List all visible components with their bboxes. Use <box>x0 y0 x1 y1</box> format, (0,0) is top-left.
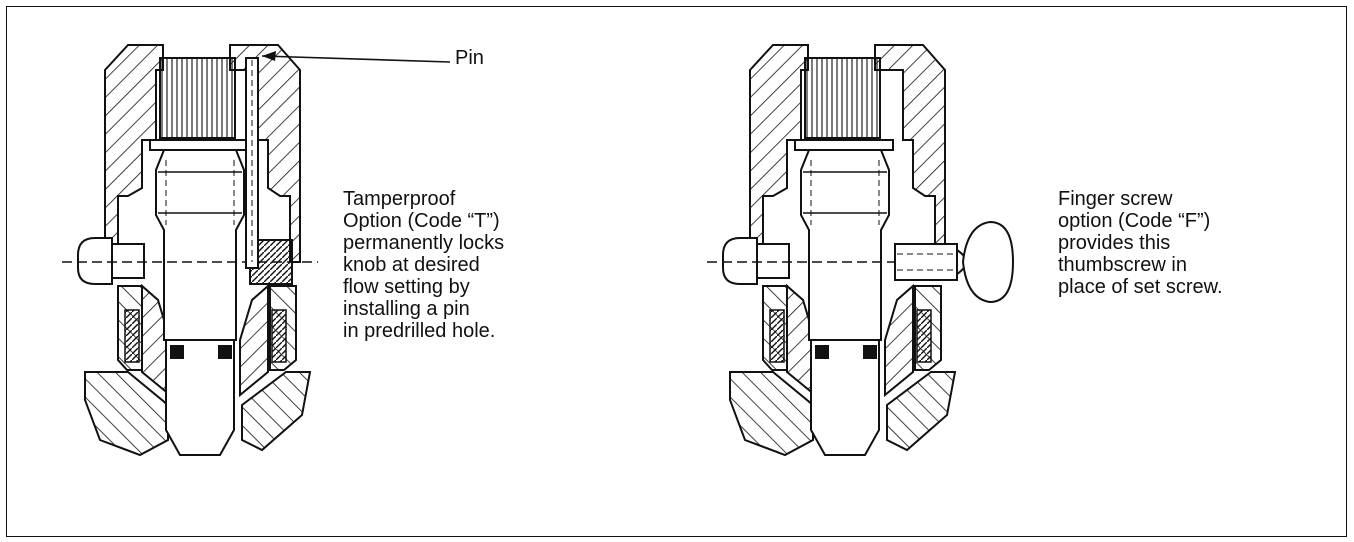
tamperproof-description: Tamperproof Option (Code “T”) permanentl… <box>343 188 504 342</box>
tamperproof-line: flow setting by <box>343 276 470 298</box>
finger-screw-line: Finger screw <box>1058 188 1173 210</box>
tamperproof-line: knob at desired <box>343 254 480 276</box>
tamperproof-line: installing a pin <box>343 298 470 320</box>
pin-leader-line <box>261 55 451 63</box>
finger-screw-line: option (Code “F”) <box>1058 210 1211 232</box>
thumbscrew-head <box>961 220 1015 304</box>
figure-border <box>6 6 1347 537</box>
tamperproof-line: Option (Code “T”) <box>343 210 500 232</box>
pin-label: Pin <box>455 47 484 69</box>
finger-screw-line: provides this <box>1058 232 1171 254</box>
tamperproof-line: in predrilled hole. <box>343 320 496 342</box>
tamperproof-line: Tamperproof <box>343 188 456 210</box>
thumbscrew <box>894 243 958 281</box>
pin-label-text: Pin <box>455 47 484 69</box>
finger-screw-line: thumbscrew in <box>1058 254 1187 276</box>
tamperproof-valve-drawing <box>61 44 451 456</box>
tamperproof-line: permanently locks <box>343 232 505 254</box>
finger-screw-line: place of set screw. <box>1058 276 1223 298</box>
finger-screw-description: Finger screw option (Code “F”) provides … <box>1058 188 1223 298</box>
finger-screw-valve-drawing <box>706 44 1015 456</box>
